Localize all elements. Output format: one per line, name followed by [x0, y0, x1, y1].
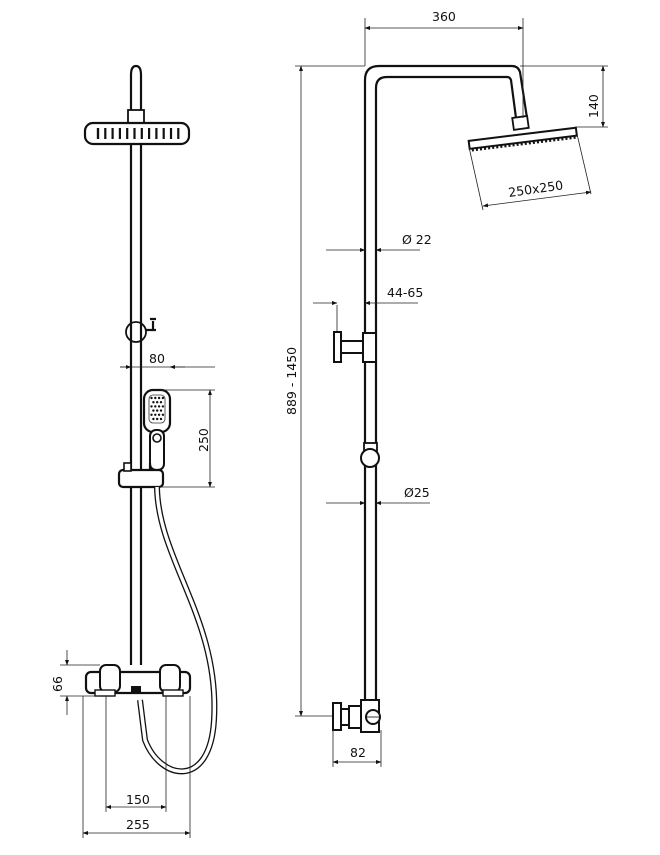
hand-shower-nozzle	[152, 409, 155, 412]
side-nozzle	[483, 146, 487, 151]
front-view	[60, 64, 218, 838]
hand-shower-nozzle	[156, 401, 159, 404]
dim-label-250: 250	[196, 428, 211, 452]
hand-shower-nozzle	[157, 396, 161, 400]
side-nozzle	[504, 144, 507, 148]
overhead-shower-head-front	[83, 121, 191, 146]
hand-shower-nozzle	[150, 413, 153, 416]
side-nozzle	[553, 138, 556, 142]
dim-label-82: 82	[350, 745, 366, 760]
side-nozzle	[520, 142, 523, 146]
hand-shower-nozzle	[152, 417, 155, 421]
hand-shower-slider	[117, 468, 165, 489]
dim-label-255: 255	[126, 817, 150, 832]
hand-shower-nozzle	[157, 413, 161, 416]
side-nozzle	[540, 139, 544, 144]
hand-shower-nozzle	[150, 396, 153, 400]
side-nozzle	[536, 140, 540, 144]
side-view	[295, 18, 608, 767]
head-connector	[127, 109, 145, 124]
side-slider	[360, 442, 380, 468]
side-nozzle	[496, 145, 499, 149]
shower-arm-inner	[374, 75, 518, 119]
hand-shower-nozzle	[159, 401, 163, 404]
side-nozzle	[508, 143, 511, 148]
hand-shower	[142, 388, 172, 471]
side-nozzle	[565, 136, 568, 141]
overhead-shower-head-side	[467, 126, 578, 152]
hand-shower-nozzle	[152, 401, 155, 404]
side-nozzle	[557, 137, 560, 142]
wall-bracket-upper	[333, 331, 377, 363]
riser-top-cap	[129, 64, 143, 76]
hand-shower-nozzle	[150, 405, 153, 408]
hand-shower-nozzle	[161, 396, 165, 400]
hand-shower-nozzle	[161, 413, 165, 416]
hand-shower-nozzle	[161, 405, 165, 408]
dim-label-dia-22: Ø 22	[402, 232, 432, 247]
hand-shower-nozzle	[159, 417, 163, 421]
dim-label-360: 360	[432, 9, 456, 24]
side-nozzle	[491, 145, 495, 150]
side-nozzle	[500, 144, 503, 149]
side-nozzle	[479, 147, 483, 151]
side-nozzle	[569, 136, 572, 140]
dim-label-66: 66	[50, 676, 65, 692]
hand-shower-nozzle	[154, 405, 157, 408]
side-nozzle	[516, 142, 519, 147]
hand-shower-nozzle	[159, 409, 163, 412]
nozzle-row	[96, 128, 180, 139]
diverter-knob	[125, 321, 147, 343]
side-nozzle	[524, 141, 527, 146]
side-nozzle	[548, 138, 552, 143]
side-nozzle	[512, 143, 515, 147]
side-nozzle	[532, 140, 536, 145]
thermostatic-mixer	[84, 664, 192, 697]
diverter-lever	[146, 317, 156, 332]
hand-shower-nozzle	[156, 417, 159, 421]
dim-label-44-65: 44-65	[387, 285, 423, 300]
side-head-connector	[511, 114, 530, 131]
side-nozzle	[544, 139, 548, 143]
side-nozzle	[528, 141, 531, 145]
dim-label-total-height: 889 - 1450	[284, 347, 299, 415]
side-nozzle	[573, 135, 576, 140]
dim-label-dia-25: Ø25	[404, 485, 430, 500]
hand-shower-nozzle	[154, 413, 157, 416]
hand-shower-nozzle	[156, 409, 159, 412]
shower-hose	[137, 486, 218, 775]
side-nozzle	[471, 148, 474, 152]
hand-shower-nozzle	[154, 396, 157, 400]
dim-label-150: 150	[126, 792, 150, 807]
shower-arm-outer	[363, 64, 529, 119]
side-nozzle	[487, 146, 491, 150]
side-nozzle	[475, 147, 479, 152]
dim-label-80: 80	[149, 351, 165, 366]
dim-label-140: 140	[586, 94, 601, 118]
wall-connection-side	[332, 699, 381, 733]
hand-shower-nozzle	[157, 405, 161, 408]
side-nozzle	[561, 137, 564, 141]
